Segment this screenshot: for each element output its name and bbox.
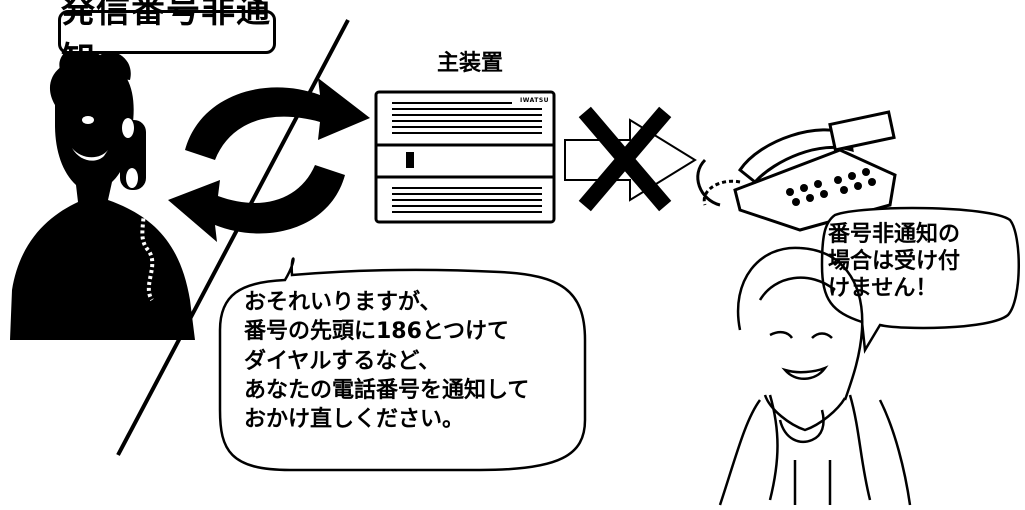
handset-cord (138, 194, 155, 302)
main-unit-label: 主装置 (436, 51, 503, 76)
arrow-top (185, 78, 370, 160)
arrow-bottom (168, 165, 345, 242)
telephone-keys (786, 168, 876, 206)
cycle-arrows (168, 78, 370, 242)
main-unit-vents (392, 102, 542, 213)
caller-silhouette (10, 47, 195, 341)
caller-speech-bubble (218, 257, 587, 472)
title-badge: 発信番号非通知 (58, 0, 276, 80)
caller-message-text: おそれいりますが、 番号の先頭に186とつけて ダイヤルするなど、 あなたの電話… (244, 290, 530, 432)
woman-illustration (718, 246, 912, 506)
receiver-speech-bubble (820, 206, 1020, 354)
caller-face (72, 116, 138, 188)
receiver-message-text: 番号非通知の 場合は受け付 けません！ (828, 222, 961, 301)
block-x-icon (578, 106, 672, 212)
device-brand-label: IWATSU (520, 97, 550, 104)
main-unit-box (374, 90, 556, 224)
